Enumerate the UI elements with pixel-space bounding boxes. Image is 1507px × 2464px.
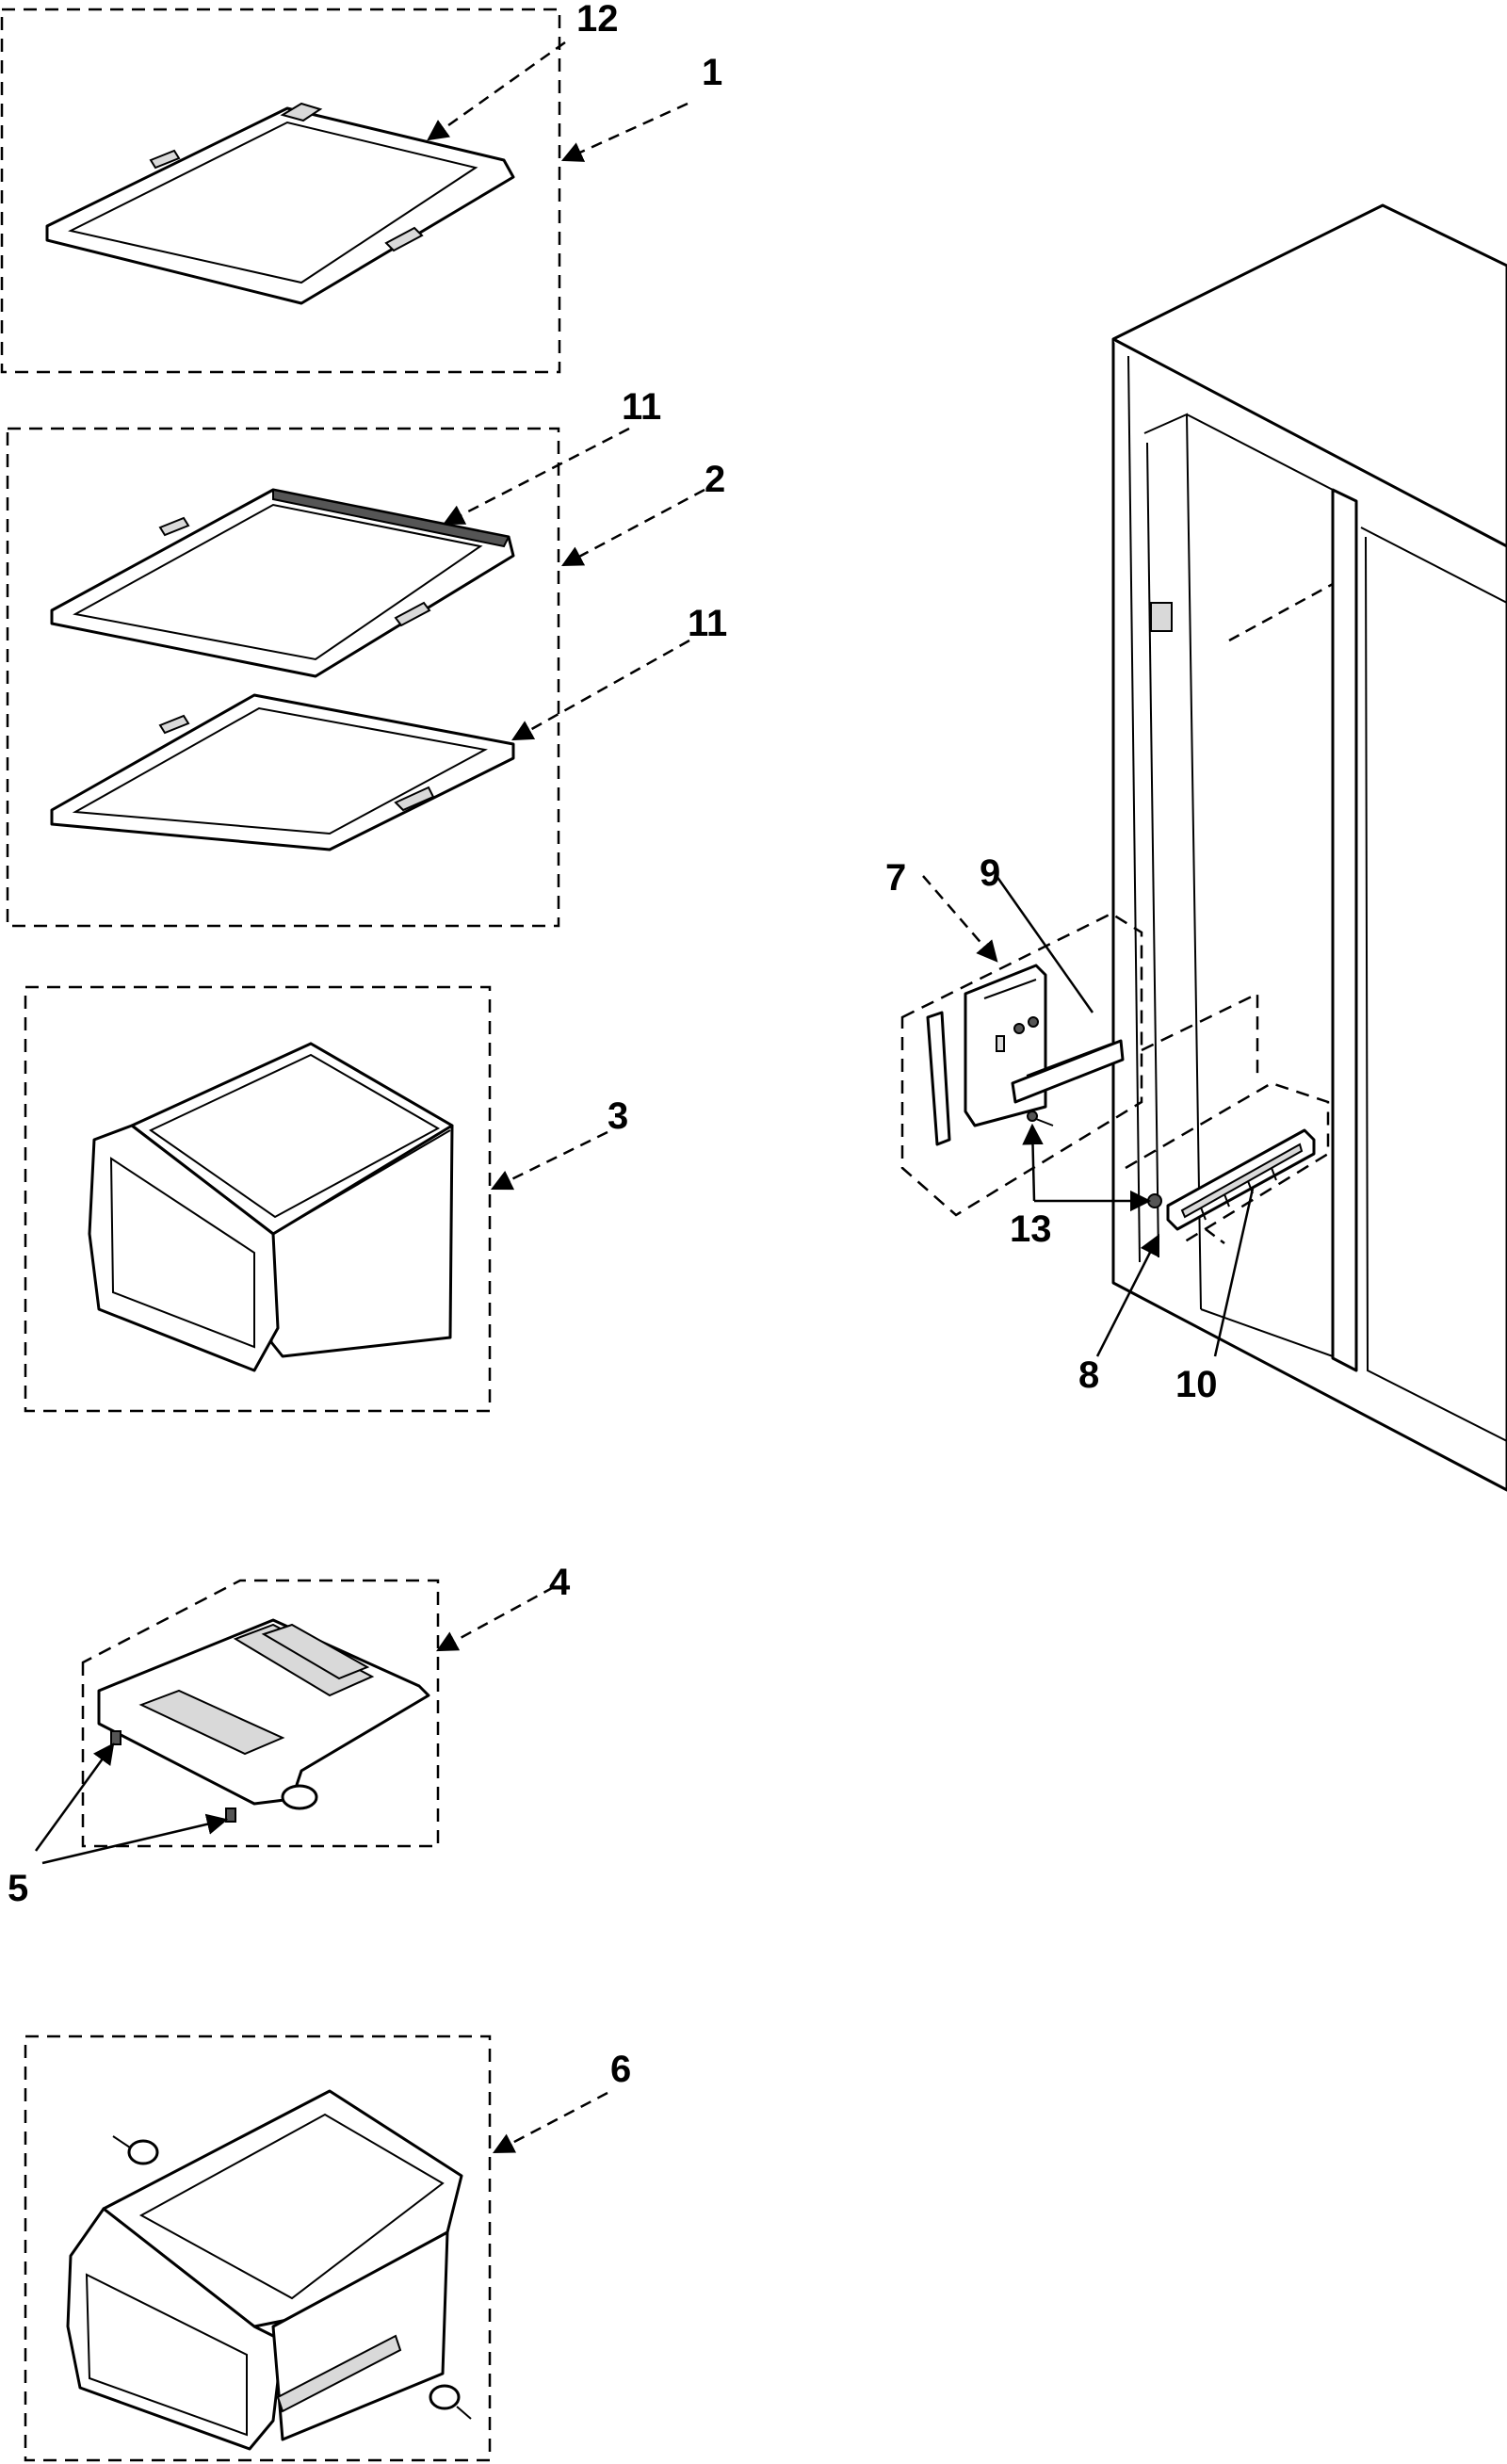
screw-5a [110,1730,122,1745]
rail-hidden-line [1205,1228,1225,1244]
callout-2: 2 [705,459,725,500]
drawer-group-6 [24,2034,608,2462]
group-box-3 [24,985,492,1413]
group-box-10 [1125,1081,1330,1245]
slide-rail [1166,1128,1316,1231]
leader-6 [493,2091,608,2154]
lower-drawer [66,2089,463,2451]
group-box-1 [0,8,561,374]
callout-9: 9 [980,852,1000,894]
callout-12: 12 [576,0,619,40]
callout-13: 13 [1010,1208,1052,1250]
callout-4: 4 [549,1562,571,1603]
rail-group [1022,991,1330,1357]
callout-6: 6 [610,2049,631,2090]
leader-13a [1022,1123,1044,1202]
bracket-group-7 [900,875,1143,1217]
group-box-2 [6,427,560,928]
shelf-group-1 [0,8,689,374]
group-box-4 [81,1579,440,1848]
callout-11b: 11 [688,603,727,644]
glass-shelf-upper [50,488,515,678]
group-box-6 [24,2034,492,2462]
leader-8 [1095,1233,1160,1357]
callout-8: 8 [1078,1354,1099,1396]
callout-11a: 11 [622,386,661,428]
roller-right [429,2384,472,2420]
glass-shelf-top [45,102,515,305]
leader-11b [511,639,690,741]
leader-3 [490,1130,608,1191]
refrigerator-cabinet [1111,203,1507,1492]
leader-9 [995,875,1094,1013]
roller-left [112,2135,159,2165]
drawer-group-3 [24,985,608,1413]
leader-10 [1213,1188,1255,1357]
drawer-cover [97,1618,430,1810]
leader-5b [41,1813,229,1865]
cabinet-light [1150,602,1173,632]
callout-7: 7 [885,857,906,899]
glass-shelf-lower [50,693,515,851]
callout-labels: 12 1 11 2 11 3 4 5 6 7 9 13 8 10 [8,0,1218,2090]
leader-5a [34,1743,115,1852]
leader-11a [442,427,630,526]
leader-2 [561,488,705,567]
shelf-group-2 [6,427,705,928]
callout-3: 3 [608,1095,628,1137]
cover-group-4 [34,1579,555,1865]
crisper-drawer [88,1042,454,1372]
group-box-7 [900,912,1143,1217]
screw-5b [225,1807,236,1823]
leader-4 [436,1585,555,1652]
callout-5: 5 [8,1868,28,1909]
callout-1: 1 [702,52,722,93]
leader-1 [560,102,689,162]
cabinet-hidden-line [1228,582,1334,642]
bracket-assembly [926,964,1125,1146]
callout-10: 10 [1175,1364,1218,1405]
rail-screw [1147,1193,1162,1208]
leader-12 [427,41,566,141]
